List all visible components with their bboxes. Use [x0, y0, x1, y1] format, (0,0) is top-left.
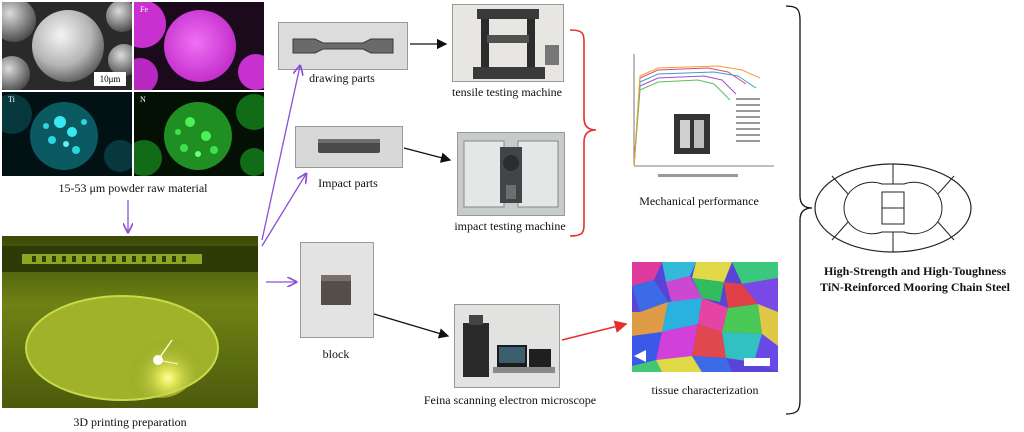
arrow-sem-to-tissue: [561, 320, 628, 341]
fe-element-map: Fe: [134, 2, 264, 90]
printing-photo: [2, 236, 258, 408]
tensile-machine-photo: [452, 4, 564, 82]
n-map-label: N: [140, 95, 146, 104]
n-element-map: N: [134, 92, 264, 176]
ti-map-label: Ti: [8, 95, 15, 104]
sem-photo: [454, 304, 560, 388]
tissue-ebsd-map: [632, 262, 778, 372]
fe-map-label: Fe: [140, 5, 148, 14]
tissue-label: tissue characterization: [651, 383, 759, 397]
scale-bar: 10μm: [94, 72, 126, 86]
powder-caption: 15-53 μm powder raw material: [58, 181, 208, 195]
tensile-machine-label: tensile testing machine: [452, 85, 562, 99]
red-bracket: [569, 29, 597, 237]
ti-element-map: Ti: [2, 92, 132, 176]
scale-bar-label: 10μm: [99, 74, 121, 84]
black-bracket: [785, 5, 813, 415]
mooring-chain-diagram: [812, 162, 974, 254]
printing-caption: 3D printing preparation: [73, 415, 187, 429]
powder-sem-image: 10μm: [2, 2, 132, 90]
arrow-printing-to-drawing: [261, 66, 300, 241]
arrow-impact-to-machine: [403, 147, 452, 163]
block-label: block: [322, 347, 350, 361]
drawing-parts-label: drawing parts: [309, 71, 375, 85]
conclusion-line2: TiN-Reinforced Mooring Chain Steel: [820, 280, 1010, 294]
arrow-block-to-sem: [373, 313, 450, 339]
mechanical-performance-chart: [618, 48, 778, 184]
conclusion-line1: High-Strength and High-Toughness: [823, 264, 1007, 278]
impact-machine-photo: [457, 132, 565, 216]
drawing-parts-photo: [278, 22, 408, 70]
impact-parts-label: Impact parts: [318, 176, 378, 190]
impact-machine-label: impact testing machine: [454, 219, 566, 233]
block-photo: [300, 242, 374, 338]
impact-parts-photo: [295, 126, 403, 168]
arrow-printing-to-impact: [261, 174, 306, 247]
mechanical-performance-label: Mechanical performance: [639, 194, 759, 208]
sem-label: Feina scanning electron microscope: [423, 393, 597, 407]
